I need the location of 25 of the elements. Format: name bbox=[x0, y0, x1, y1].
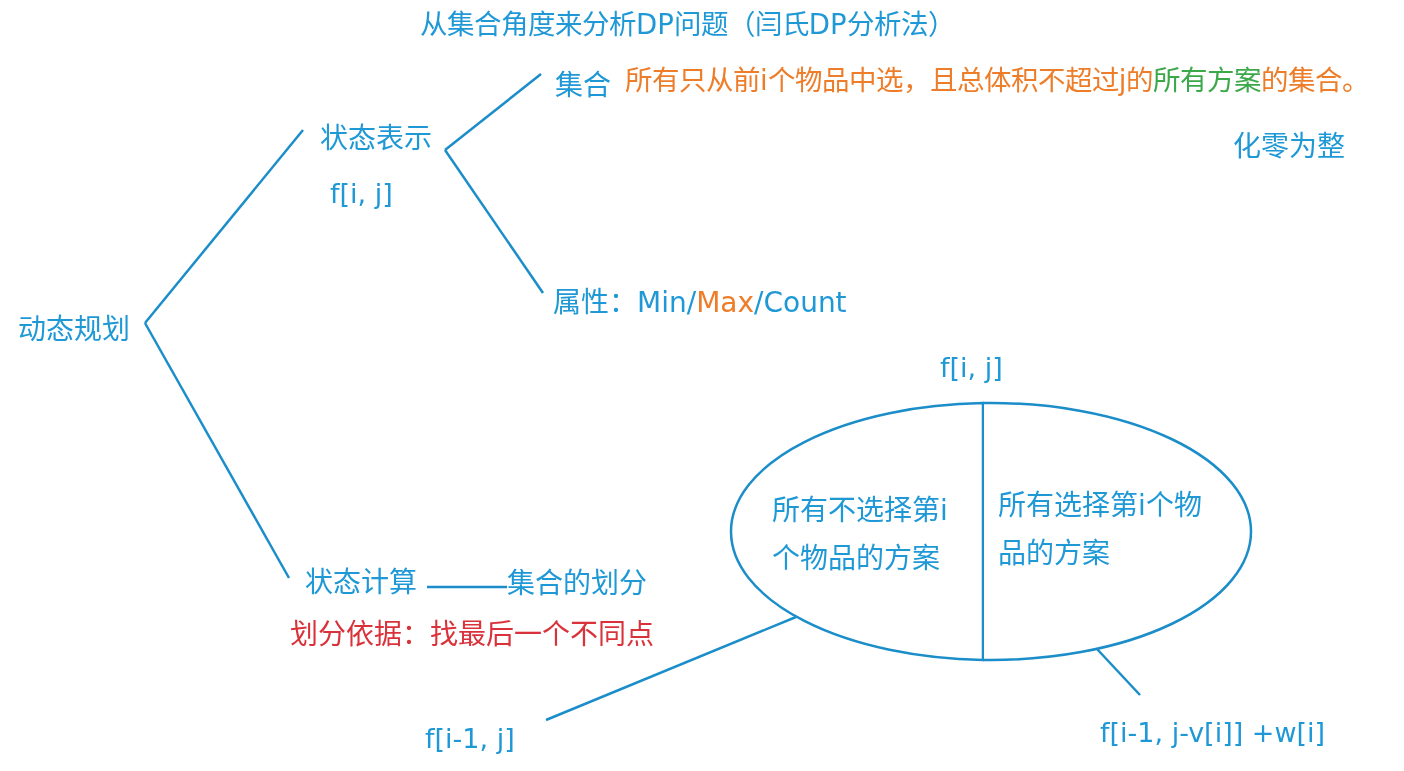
formula-text: f[i, j] bbox=[330, 178, 393, 210]
formula-text: f[i-1, j-v[i]] +w[i] bbox=[1100, 717, 1326, 749]
definition-text: 所有只从前i个物品中选，且总体积不超过j的 bbox=[625, 65, 1154, 97]
definition-text: 所有方案 bbox=[1153, 65, 1262, 97]
region-text: 所有不选择第i个物品的方案 bbox=[772, 493, 949, 577]
branch-label: 动态规划 bbox=[18, 314, 130, 347]
definition-text: 的集合。 bbox=[1261, 65, 1370, 97]
branch-line bbox=[144, 129, 304, 324]
dash-line bbox=[427, 585, 507, 589]
note-text: 划分依据：找最后一个不同点 bbox=[290, 619, 654, 652]
region-text: 所有选择第i个物品的方案 bbox=[998, 488, 1203, 572]
branch-label: 集合 bbox=[555, 70, 611, 103]
branch-line bbox=[143, 322, 291, 579]
note-text: 化零为整 bbox=[1233, 131, 1345, 164]
title: 从集合角度来分析DP问题（闫氏DP分析法） bbox=[420, 9, 955, 41]
formula-text: f[i-1, j] bbox=[425, 723, 515, 755]
branch-label: 状态表示 bbox=[320, 123, 432, 156]
leader-line bbox=[545, 615, 797, 722]
branch-label: 状态计算 bbox=[305, 567, 417, 600]
branch-label: 属性：Min/Max/Count bbox=[553, 287, 847, 320]
branch-label: 集合的划分 bbox=[507, 568, 647, 601]
branch-line bbox=[444, 73, 542, 151]
formula-text: f[i, j] bbox=[940, 352, 1003, 384]
branch-line bbox=[443, 149, 545, 294]
leader-line bbox=[1096, 648, 1141, 696]
